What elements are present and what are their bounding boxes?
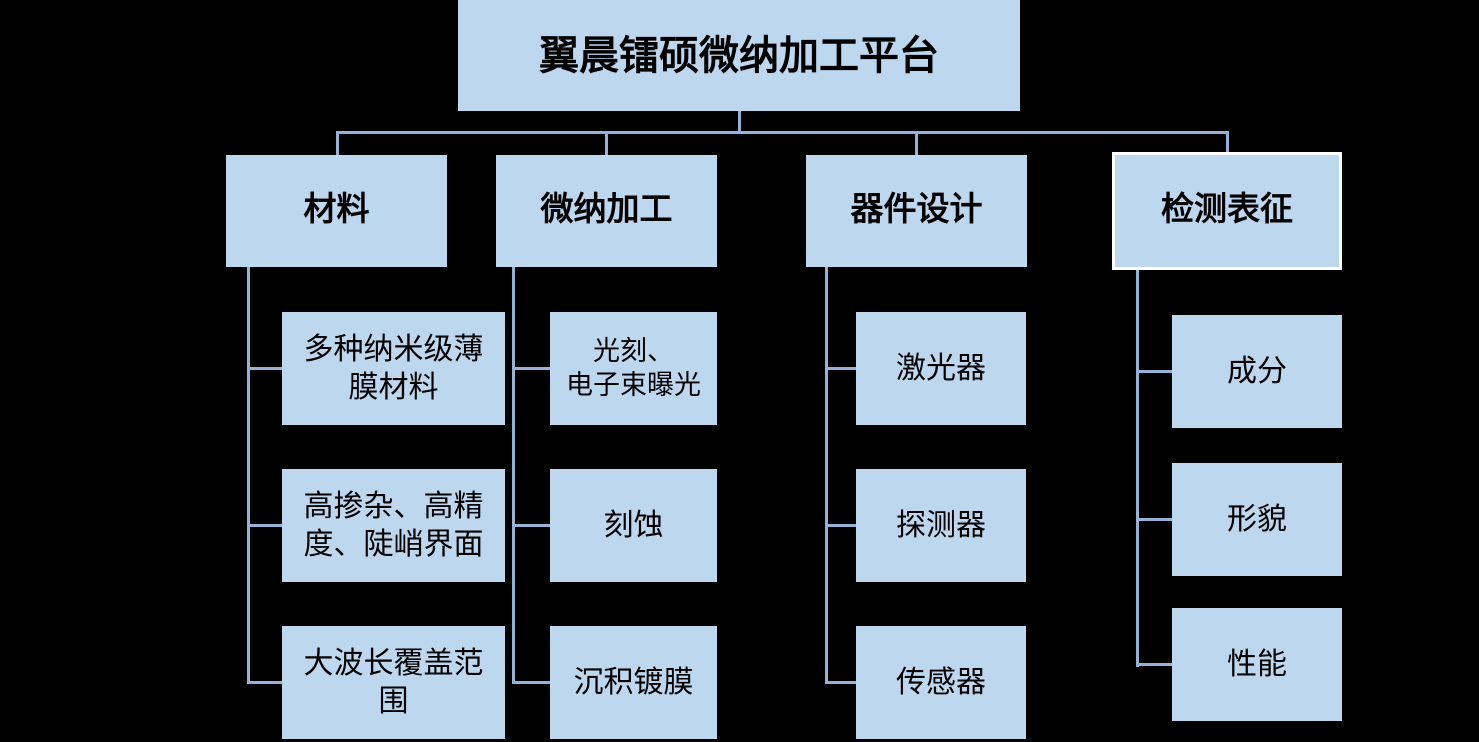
leaf-node-sensor[interactable]: 传感器 (856, 626, 1026, 739)
connector-stub-materials (336, 131, 339, 155)
connector-horizontal-bus (336, 131, 1229, 134)
elbow-fabrication-2 (512, 524, 552, 527)
leaf-node-laser[interactable]: 激光器 (856, 312, 1026, 425)
trunk-device-design (825, 267, 828, 684)
elbow-characterization-2 (1136, 518, 1174, 521)
elbow-device-design-2 (825, 524, 858, 527)
leaf-node-deposition-coating[interactable]: 沉积镀膜 (550, 626, 717, 739)
branch-node-fabrication[interactable]: 微纳加工 (496, 155, 717, 267)
elbow-materials-3 (247, 681, 284, 684)
leaf-node-morphology[interactable]: 形貌 (1172, 463, 1342, 576)
elbow-device-design-3 (825, 681, 858, 684)
leaf-node-doping-interface[interactable]: 高掺杂、高精 度、陡峭界面 (282, 469, 505, 582)
leaf-node-lithography-ebeam[interactable]: 光刻、 电子束曝光 (550, 312, 717, 425)
leaf-node-wavelength-coverage[interactable]: 大波长覆盖范 围 (282, 626, 505, 739)
leaf-node-composition[interactable]: 成分 (1172, 315, 1342, 428)
elbow-fabrication-3 (512, 681, 552, 684)
trunk-materials (247, 267, 250, 684)
elbow-materials-2 (247, 524, 284, 527)
connector-stub-characterization (1226, 131, 1229, 155)
leaf-node-performance[interactable]: 性能 (1172, 608, 1342, 721)
trunk-fabrication (512, 267, 515, 684)
branch-node-device-design[interactable]: 器件设计 (806, 155, 1027, 267)
leaf-node-detector[interactable]: 探测器 (856, 469, 1026, 582)
connector-root-drop (738, 111, 741, 134)
elbow-fabrication-1 (512, 367, 552, 370)
trunk-characterization (1136, 270, 1139, 667)
elbow-characterization-3 (1136, 663, 1174, 666)
connector-stub-device-design (915, 131, 918, 155)
connector-stub-fabrication (605, 131, 608, 155)
leaf-node-thin-film-materials[interactable]: 多种纳米级薄 膜材料 (282, 312, 505, 425)
branch-node-materials[interactable]: 材料 (226, 155, 447, 267)
leaf-node-etching[interactable]: 刻蚀 (550, 469, 717, 582)
root-node-platform[interactable]: 翼晨镭硕微纳加工平台 (458, 0, 1020, 111)
branch-node-characterization[interactable]: 检测表征 (1112, 152, 1342, 270)
elbow-characterization-1 (1136, 370, 1174, 373)
elbow-device-design-1 (825, 367, 858, 370)
elbow-materials-1 (247, 367, 284, 370)
